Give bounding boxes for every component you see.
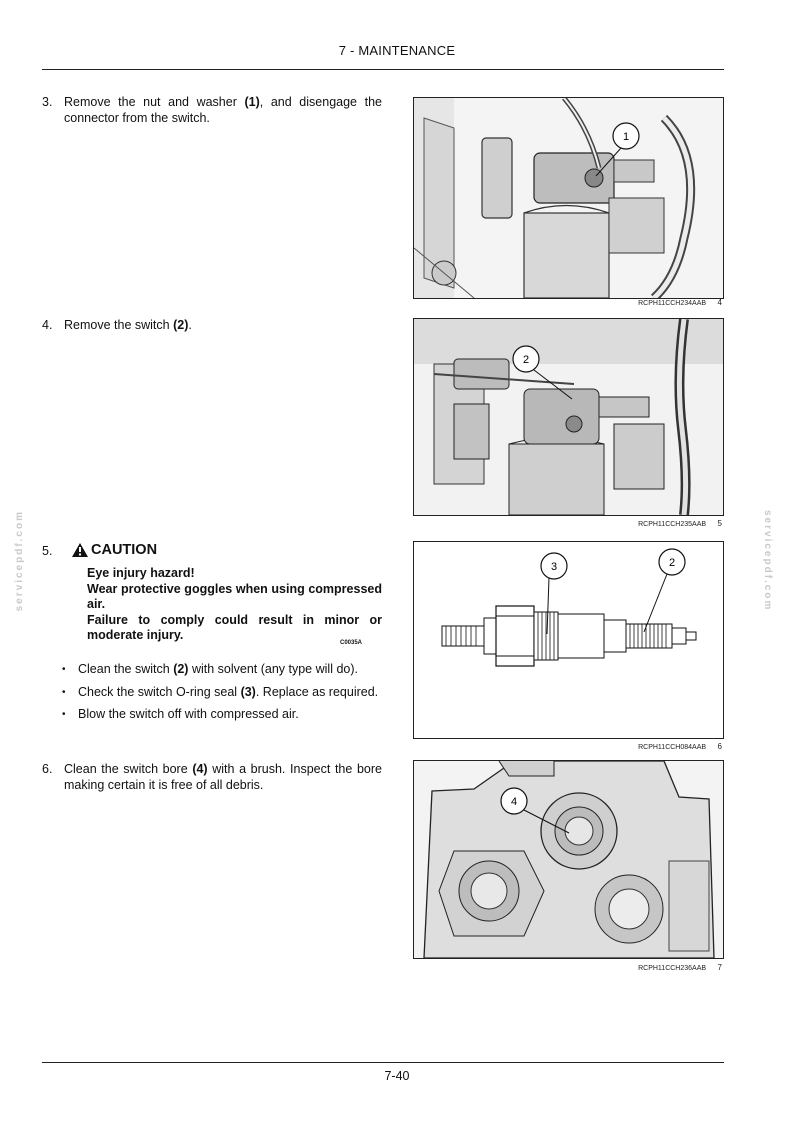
watermark-right: servicepdf.com	[762, 510, 773, 612]
step-text: Remove the switch (2).	[64, 318, 192, 332]
caution-line-1: Eye injury hazard!	[87, 566, 195, 580]
step-number: 5.	[42, 544, 53, 558]
figure-4-photo: 1	[413, 97, 724, 299]
page-header-title: 7 - MAINTENANCE	[338, 43, 456, 58]
list-item: Check the switch O-ring seal (3). Replac…	[62, 685, 382, 701]
figure-6-caption: RCPH11CCH084AAB 6	[638, 742, 722, 751]
figure-7-caption: RCPH11CCH236AAB 7	[638, 963, 722, 972]
figure-4-callout-1: 1	[623, 131, 629, 143]
step-text: Remove the nut and washer (1), and disen…	[64, 95, 382, 125]
step-5-bullet-list: Clean the switch (2) with solvent (any t…	[62, 662, 382, 730]
step-number: 4.	[42, 318, 53, 332]
step-text: Clean the switch bore (4) with a brush. …	[64, 762, 382, 792]
figure-6-callout-2: 2	[669, 557, 675, 569]
header-rule	[42, 69, 724, 70]
figure-4-caption: RCPH11CCH234AAB 4	[638, 298, 722, 307]
list-item: Blow the switch off with compressed air.	[62, 707, 382, 723]
watermark-left: servicepdf.com	[14, 510, 25, 612]
caution-line-3: Failure to comply could result in minor …	[87, 612, 382, 643]
step-3: 3. Remove the nut and washer (1), and di…	[42, 94, 382, 126]
page-number: 7-40	[384, 1069, 410, 1083]
figure-6-callout-3: 3	[551, 561, 557, 573]
figure-7-callout-4: 4	[511, 796, 517, 808]
footer-rule	[42, 1062, 724, 1063]
step-number: 3.	[42, 95, 53, 109]
caution-line-2: Wear protective goggles when using compr…	[87, 581, 382, 612]
caution-title: CAUTION	[91, 542, 158, 558]
caution-code: C0035A	[340, 640, 363, 646]
step-number: 6.	[42, 762, 53, 776]
warning-triangle-icon	[72, 543, 88, 557]
figure-6-drawing: 3 2	[413, 541, 724, 739]
step-6: 6. Clean the switch bore (4) with a brus…	[42, 761, 382, 793]
step-4: 4. Remove the switch (2).	[42, 317, 382, 333]
caution-body: Eye injury hazard! Wear protective goggl…	[87, 566, 382, 644]
figure-7-photo: 4	[413, 760, 724, 959]
figure-5-callout-2: 2	[523, 354, 529, 366]
list-item: Clean the switch (2) with solvent (any t…	[62, 662, 382, 678]
figure-5-caption: RCPH11CCH235AAB 5	[638, 519, 722, 528]
figure-5-photo: 2	[413, 318, 724, 516]
